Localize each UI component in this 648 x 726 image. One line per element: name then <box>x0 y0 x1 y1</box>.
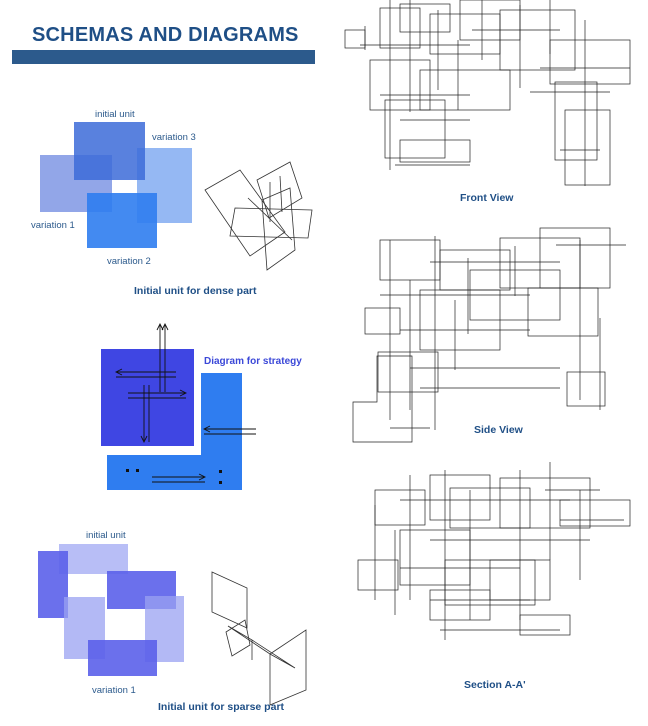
caption-section: Section A-A' <box>464 679 526 691</box>
